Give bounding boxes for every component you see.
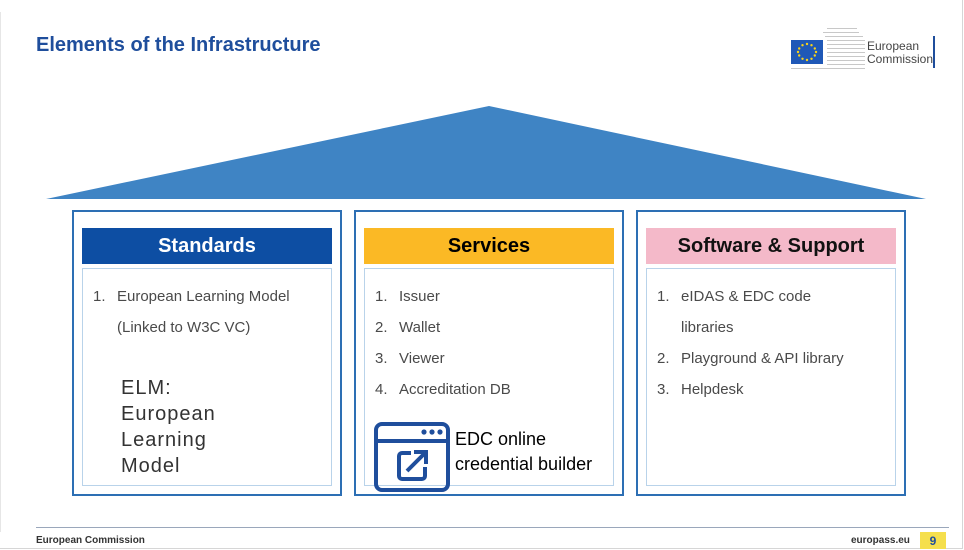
external-window-icon (373, 421, 451, 498)
list-item: 3.Viewer (375, 350, 445, 367)
roof-triangle (46, 106, 926, 199)
logo-line-1: European (867, 39, 920, 53)
list-item: 2.Playground & API library (657, 350, 844, 367)
standards-column: Standards 1.European Learning Model (Lin… (72, 210, 342, 496)
standards-body: 1.European Learning Model (Linked to W3C… (82, 268, 332, 486)
list-item: 1.Issuer (375, 288, 440, 305)
software-support-body: 1.eIDAS & EDC code libraries 2.Playgroun… (646, 268, 896, 486)
list-item: 4.Accreditation DB (375, 381, 511, 398)
eu-flag-icon (791, 40, 823, 64)
elm-note: ELM: European Learning Model (121, 377, 216, 477)
list-item: 1.eIDAS & EDC code (657, 288, 812, 305)
edc-builder-label: EDC online credential builder (455, 429, 593, 474)
list-item: 2.Wallet (375, 319, 441, 336)
logo-bar (933, 36, 935, 68)
list-item: 1.European Learning Model (93, 288, 290, 305)
left-rule (0, 12, 1, 532)
standards-header: Standards (82, 228, 332, 264)
list-item-continuation: (Linked to W3C VC) (117, 319, 251, 336)
software-support-header: Software & Support (646, 228, 896, 264)
footer-website: europass.eu (851, 535, 910, 546)
software-support-list: 1.eIDAS & EDC code libraries 2.Playgroun… (657, 281, 844, 405)
footer-organisation: European Commission (36, 535, 145, 546)
european-commission-logo: European Commission (787, 22, 947, 72)
logo-text: European Commission (867, 40, 933, 66)
services-body: 1.Issuer 2.Wallet 3.Viewer 4.Accreditati… (364, 268, 614, 492)
page-number-badge: 9 (920, 532, 946, 549)
logo-line-2: Commission (867, 52, 934, 66)
logo-building-lines (787, 22, 865, 70)
services-header: Services (364, 228, 614, 264)
list-item: 3.Helpdesk (657, 381, 744, 398)
services-list: 1.Issuer 2.Wallet 3.Viewer 4.Accreditati… (375, 281, 511, 405)
slide-title: Elements of the Infrastructure (36, 34, 321, 56)
standards-list: 1.European Learning Model (93, 281, 290, 312)
services-column: Services 1.Issuer 2.Wallet 3.Viewer 4.Ac… (354, 210, 624, 496)
software-support-column: Software & Support 1.eIDAS & EDC code li… (636, 210, 906, 496)
footer-divider (36, 527, 949, 528)
list-item-continuation: libraries (681, 319, 734, 336)
